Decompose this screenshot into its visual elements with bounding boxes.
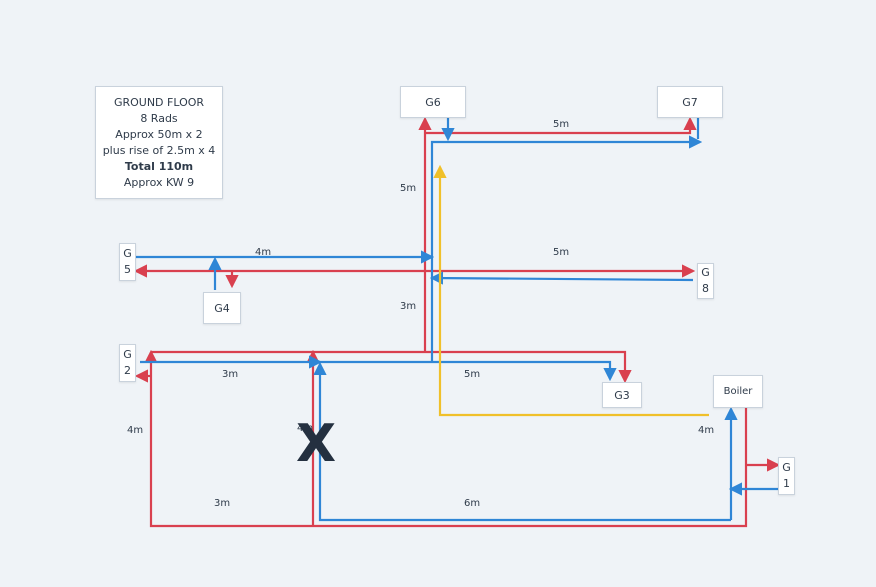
info-kw: Approx KW 9 xyxy=(123,175,195,189)
node-boiler-label: Boiler xyxy=(723,386,753,397)
node-g2-letter: G xyxy=(123,348,132,361)
node-g6[interactable]: G6 xyxy=(400,86,466,118)
info-total: Total 110m xyxy=(124,159,194,173)
node-g8-letter: G xyxy=(701,266,710,279)
label-3m-bottom: 3m xyxy=(214,498,231,509)
label-5m-top: 5m xyxy=(553,119,570,130)
node-boiler[interactable]: Boiler xyxy=(713,375,763,408)
node-g3[interactable]: G3 xyxy=(602,382,642,408)
info-length: Approx 50m x 2 xyxy=(115,127,203,141)
label-4m-x: 4m xyxy=(297,423,314,434)
info-rads: 8 Rads xyxy=(140,111,178,125)
info-title: GROUND FLOOR xyxy=(113,95,205,109)
info-rise: plus rise of 2.5m x 4 xyxy=(102,143,216,157)
label-5m-g3: 5m xyxy=(464,369,481,380)
node-g6-label: G6 xyxy=(425,95,441,109)
label-4m-boiler: 4m xyxy=(698,425,715,436)
node-g4-label: G4 xyxy=(214,301,230,315)
node-g8-number: 8 xyxy=(702,282,709,295)
label-5m-g6: 5m xyxy=(400,183,417,194)
return-pipes xyxy=(136,118,778,522)
cross-mark: X xyxy=(296,414,337,474)
label-4m-left: 4m xyxy=(127,425,144,436)
floor-info-box: GROUND FLOOR 8 Rads Approx 50m x 2 plus … xyxy=(95,86,223,199)
node-g7[interactable]: G7 xyxy=(657,86,723,118)
node-g5-letter: G xyxy=(123,247,132,260)
node-g1-number: 1 xyxy=(783,477,790,490)
node-g7-label: G7 xyxy=(682,95,698,109)
label-4m-g5: 4m xyxy=(255,247,272,258)
label-5m-g8: 5m xyxy=(553,247,570,258)
label-3m-g2: 3m xyxy=(222,369,239,380)
label-3m-mid: 3m xyxy=(400,301,417,312)
node-g1-letter: G xyxy=(782,461,791,474)
node-g2-number: 2 xyxy=(124,364,131,377)
node-g3-label: G3 xyxy=(614,388,630,402)
node-g5-number: 5 xyxy=(124,263,131,276)
feed-pipe xyxy=(433,164,709,417)
node-g4[interactable]: G4 xyxy=(203,292,241,324)
label-6m-bottom: 6m xyxy=(464,498,481,509)
flow-pipes xyxy=(133,116,781,528)
